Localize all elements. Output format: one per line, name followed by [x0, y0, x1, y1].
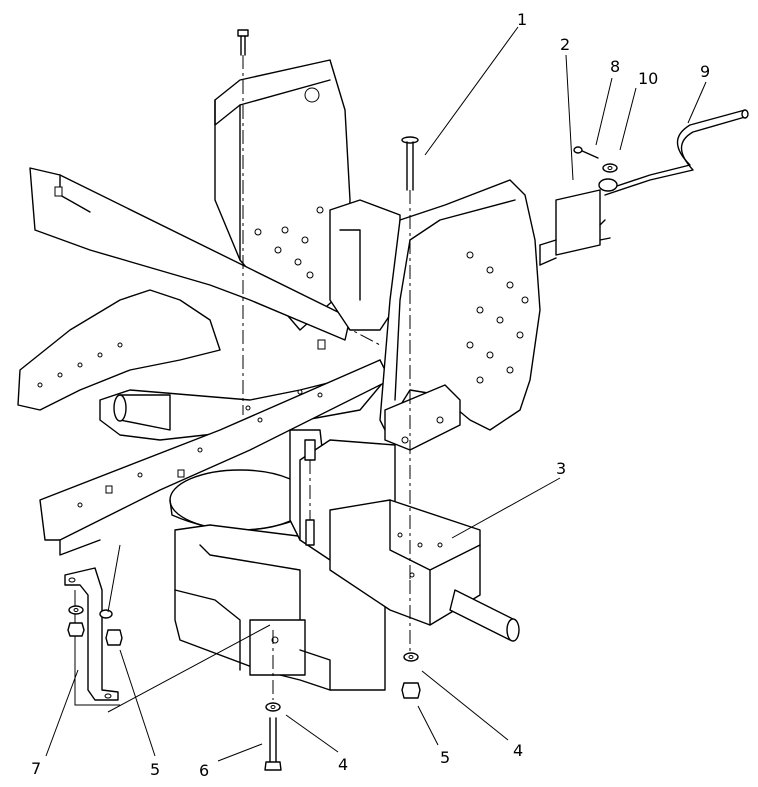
callout-labels: 1 2 8 10 9 3 4 5 4 6 5 7 — [31, 10, 710, 780]
callout-5-right: 5 — [440, 748, 450, 767]
transaxle-housing — [174, 429, 396, 691]
callout-5-left: 5 — [150, 760, 160, 779]
carriage-bolt-part-1 — [401, 136, 419, 655]
callout-6: 6 — [199, 761, 209, 780]
leader-lines — [45, 26, 707, 762]
rod-part-9 — [604, 109, 749, 196]
right-washer-nut — [401, 652, 421, 699]
left-washer-nut — [67, 544, 271, 713]
callout-10: 10 — [638, 69, 658, 88]
bottom-bolt-part-6 — [264, 630, 282, 771]
bracket-hole — [304, 87, 320, 103]
callout-3: 3 — [556, 459, 566, 478]
axle-shaft-left — [113, 394, 171, 431]
left-frame-rail — [17, 167, 351, 411]
left-upright-bracket — [214, 59, 351, 331]
callout-4-right: 4 — [513, 741, 523, 760]
callout-8: 8 — [610, 57, 620, 76]
callout-7: 7 — [31, 759, 41, 778]
callout-9: 9 — [700, 62, 710, 81]
callout-4-left: 4 — [338, 755, 348, 774]
vertical-bolt-top — [237, 29, 249, 415]
axle-shaft-right — [449, 589, 520, 642]
washer-part-10 — [598, 163, 618, 192]
cotter-pin-part-8 — [573, 146, 599, 159]
callout-1: 1 — [517, 10, 527, 29]
callout-2: 2 — [560, 35, 570, 54]
center-stud — [304, 439, 316, 546]
right-upright-bracket — [379, 179, 541, 451]
plate-part-2 — [539, 189, 611, 266]
lower-front-rail — [39, 359, 391, 556]
